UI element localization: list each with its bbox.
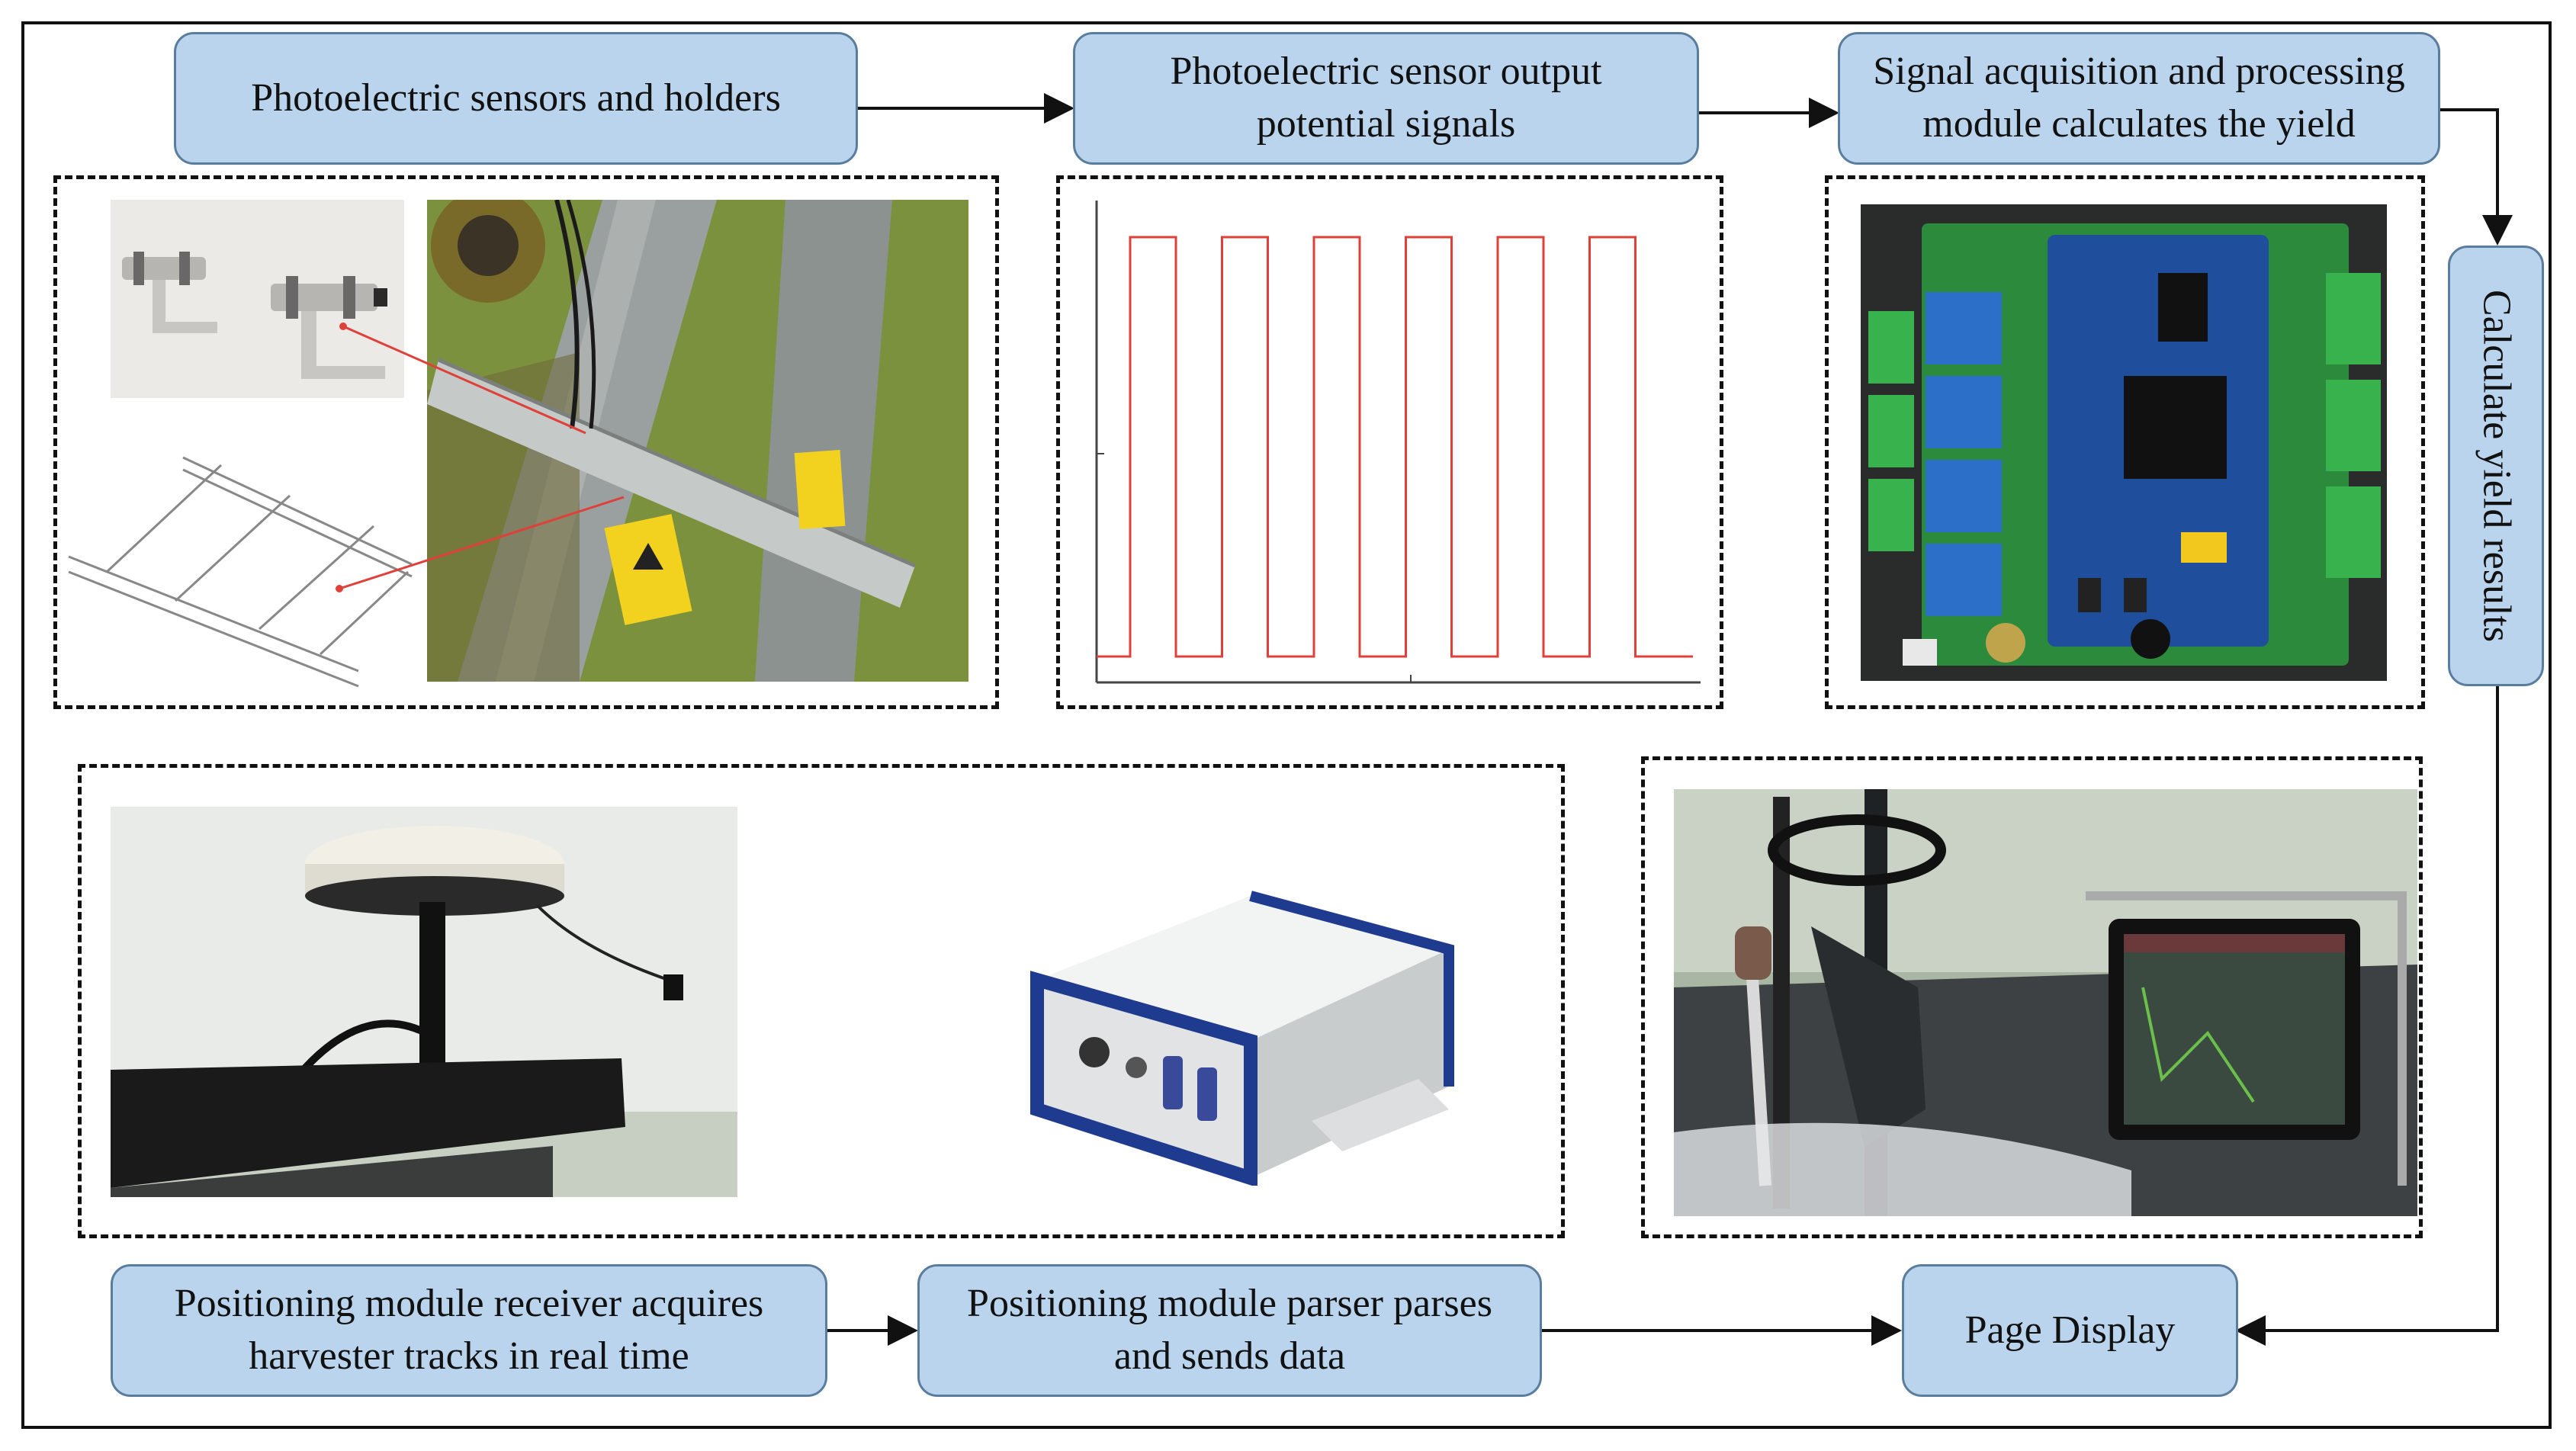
signal-acquisition-label-line2: module calculates the yield: [1922, 102, 2356, 146]
photoelectric-sensor-icon: [122, 252, 217, 333]
signal-processing-board-photo: [1861, 204, 2387, 681]
page-display-label: Page Display: [1964, 1308, 2176, 1352]
arrow-acquisition-to-calc: [2440, 108, 2513, 246]
sensor-output-box: Photoelectric sensor output potential si…: [1073, 32, 1699, 165]
cab-display-panel: [1641, 756, 2423, 1238]
sensors-holders-box: Photoelectric sensors and holders: [174, 32, 858, 165]
photoelectric-sensor-icon: [271, 276, 387, 379]
holder-frame-drawing: [68, 456, 413, 688]
positioning-receiver-label-line2: harvester tracks in real time: [249, 1334, 689, 1378]
arrow-calc-to-display: [2235, 686, 2499, 1346]
signal-waveform: [1097, 236, 1693, 658]
positioning-hardware-panel: [78, 764, 1565, 1238]
signal-plot-panel: [1056, 175, 1723, 709]
leader-lines: [336, 323, 625, 592]
gnss-antenna-photo: [111, 807, 737, 1197]
positioning-receiver-box-photo: [1030, 891, 1454, 1186]
page-display-box: Page Display: [1902, 1264, 2238, 1397]
positioning-receiver-label-line1: Positioning module receiver acquires: [174, 1282, 764, 1326]
calculate-yield-box: Calculate yield results: [2448, 246, 2544, 686]
harvester-installation-photo: [427, 200, 968, 682]
sensor-product-photo: [111, 200, 404, 398]
signal-acquisition-box: Signal acquisition and processing module…: [1838, 32, 2440, 165]
sensors-holders-label: Photoelectric sensors and holders: [251, 75, 781, 120]
calculate-yield-label: Calculate yield results: [2475, 289, 2519, 643]
positioning-parser-label-line1: Positioning module parser parses: [967, 1282, 1492, 1326]
positioning-parser-box: Positioning module parser parses and sen…: [917, 1264, 1542, 1397]
diagram-frame: [21, 21, 2552, 1429]
sensor-output-label-line1: Photoelectric sensor output: [1170, 50, 1602, 94]
square-wave-plot: [1095, 201, 1701, 684]
sensor-output-label-line2: potential signals: [1256, 102, 1516, 146]
sensor-photo-panel: [53, 175, 999, 709]
cab-display-photo: [1674, 789, 2417, 1216]
positioning-parser-label-line2: and sends data: [1113, 1334, 1346, 1378]
positioning-receiver-box: Positioning module receiver acquires har…: [111, 1264, 827, 1397]
circuit-board-panel: [1825, 175, 2425, 709]
signal-acquisition-label-line1: Signal acquisition and processing: [1873, 50, 2405, 94]
